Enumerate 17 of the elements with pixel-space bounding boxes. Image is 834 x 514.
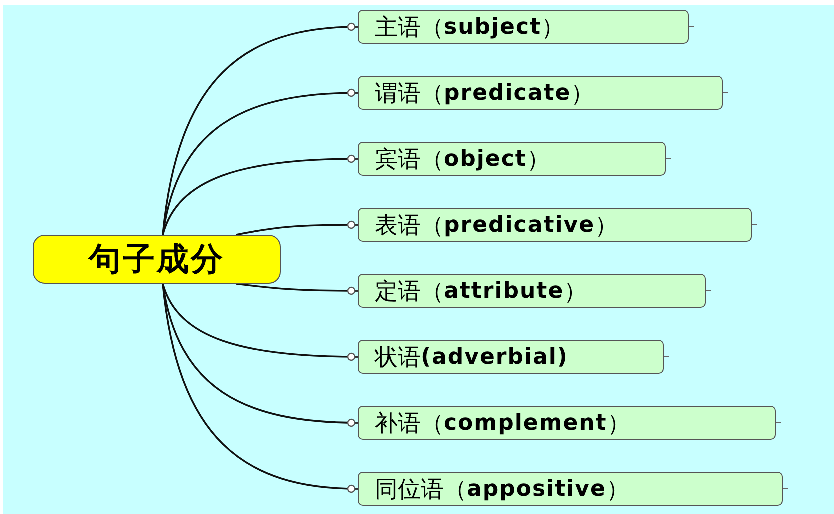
branch-topic-box: 谓语（predicate）: [358, 76, 723, 110]
branch-connector: [236, 220, 360, 236]
branch-connector: [162, 23, 360, 236]
branch-topic-box: 同位语（appositive）: [358, 472, 783, 506]
branch-topic-box: 主语（subject）: [358, 10, 689, 44]
branch-connector: [162, 154, 360, 236]
branch-connector: [236, 283, 360, 296]
branch-topic-box: 宾语（object）: [358, 142, 666, 176]
branch-topic-box: 定语（attribute）: [358, 274, 706, 308]
branch-topic-box: 补语（complement）: [358, 406, 776, 440]
branch-connector: [162, 284, 360, 493]
branch-connector: [162, 88, 360, 236]
central-topic-box: 句子成分: [33, 235, 281, 284]
branch-topic-box: 表语（predicative）: [358, 208, 752, 242]
branch-topic-box: 状语(adverbial): [358, 340, 664, 374]
branch-connector: [162, 284, 360, 362]
branch-connector: [162, 284, 360, 428]
